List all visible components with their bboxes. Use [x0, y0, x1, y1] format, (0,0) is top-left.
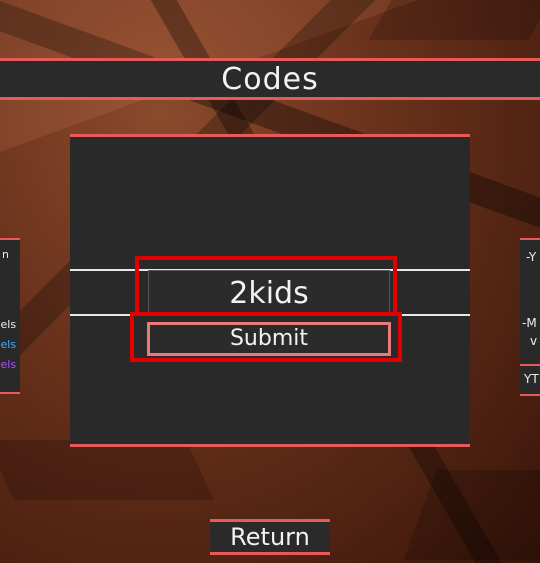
background-shard	[0, 440, 214, 500]
right-panel-text: v	[530, 334, 538, 348]
submit-button[interactable]: Submit	[147, 322, 391, 356]
page-title: Codes	[221, 61, 319, 97]
highlight-box-input	[135, 256, 397, 316]
right-panel-text: -M	[522, 316, 537, 330]
left-panel-text: vels	[0, 338, 17, 351]
right-panel-text: YT	[524, 372, 539, 386]
return-button[interactable]: Return	[210, 519, 330, 555]
right-panel-divider	[520, 364, 540, 366]
left-panel-text: n	[2, 248, 9, 261]
left-panel-text: vels	[0, 358, 17, 371]
code-input[interactable]: 2kids	[148, 270, 390, 316]
right-panel-text: -Y	[526, 250, 537, 264]
codes-header: Codes	[0, 58, 540, 100]
background-shard	[403, 470, 540, 560]
left-side-panel: n vels vels vels	[0, 238, 20, 394]
highlight-box-submit	[130, 312, 402, 362]
right-side-panel: -Y -M v YT	[520, 238, 540, 396]
background-shard	[368, 0, 540, 40]
left-panel-text: vels	[0, 318, 17, 331]
